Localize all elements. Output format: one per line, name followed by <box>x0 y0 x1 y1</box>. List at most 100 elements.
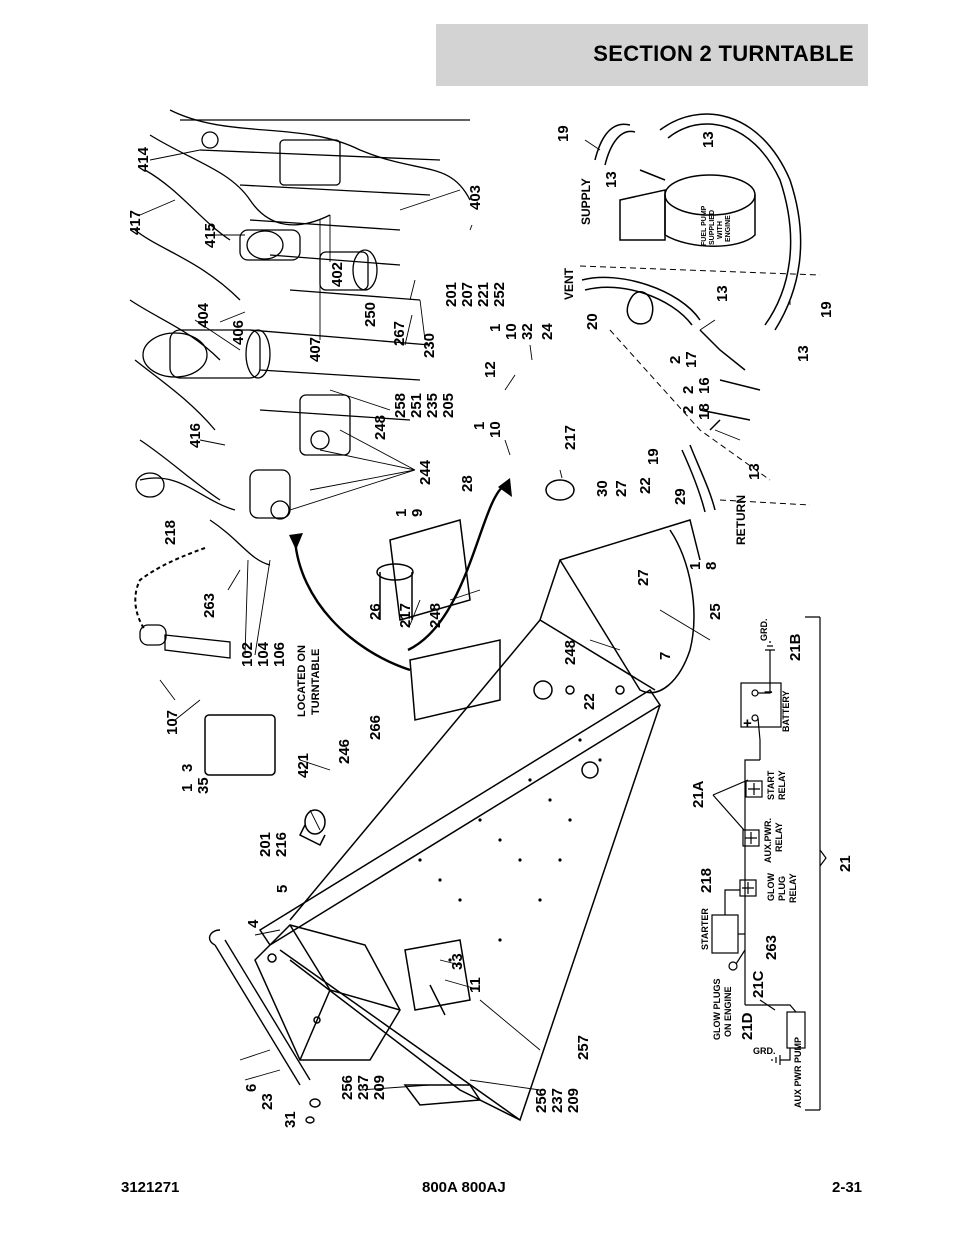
engine-assembly <box>129 109 471 659</box>
callout-207: 207 <box>459 282 476 307</box>
callout-22-a: 22 <box>637 477 654 494</box>
callout-209-a: 209 <box>371 1075 388 1100</box>
callout-2-b: 2 <box>680 386 697 394</box>
callout-28: 28 <box>459 475 476 492</box>
callout-24: 24 <box>539 323 556 340</box>
callout-3: 3 <box>179 764 196 772</box>
callout-417: 417 <box>127 210 144 235</box>
callout-217-b: 217 <box>397 603 414 628</box>
callout-21a: 21A <box>690 780 707 808</box>
callout-107: 107 <box>164 710 181 735</box>
label-fuel-pump: FUEL PUMP <box>701 205 708 246</box>
callout-2-c: 2 <box>680 406 697 414</box>
footer-page-number: 2-31 <box>832 1179 863 1196</box>
footer-model: 800A 800AJ <box>422 1179 506 1196</box>
callout-263-schematic: 263 <box>763 935 780 960</box>
callout-27-b: 27 <box>635 569 652 586</box>
callout-252: 252 <box>491 282 508 307</box>
callout-251: 251 <box>408 393 425 418</box>
label-turntable: TURNTABLE <box>310 649 322 715</box>
callout-21: 21 <box>837 855 854 872</box>
battery-box <box>254 924 401 1061</box>
callout-237-a: 237 <box>355 1075 372 1100</box>
callout-201-b: 201 <box>257 832 274 857</box>
callout-416: 416 <box>187 423 204 448</box>
callout-248-b: 248 <box>427 603 444 628</box>
callout-30: 30 <box>594 480 611 497</box>
callout-19-c: 19 <box>645 448 662 465</box>
callout-13-d: 13 <box>795 345 812 362</box>
schematic-battery: BATTERY <box>781 691 791 733</box>
callout-1-c: 1 <box>393 509 410 517</box>
callout-235: 235 <box>424 393 441 418</box>
callout-104: 104 <box>255 641 272 667</box>
callout-421: 421 <box>295 753 312 778</box>
callout-266: 266 <box>367 715 384 740</box>
section-header-box: SECTION 2 TURNTABLE <box>436 24 868 86</box>
callout-209-b: 209 <box>565 1088 582 1113</box>
callout-230: 230 <box>421 333 438 358</box>
schematic-start-relay: RELAY <box>777 770 787 800</box>
relay-schematic <box>711 616 827 1111</box>
schematic-grd-bottom: GRD. <box>753 1046 776 1056</box>
callout-414: 414 <box>135 146 152 172</box>
callout-12: 12 <box>482 361 499 378</box>
callout-267: 267 <box>391 321 408 346</box>
callout-244: 244 <box>417 459 434 485</box>
callout-21d: 21D <box>739 1012 756 1040</box>
callout-16: 16 <box>696 377 713 394</box>
callout-403: 403 <box>467 185 484 210</box>
callout-201-a: 201 <box>443 282 460 307</box>
callout-19-a: 19 <box>555 125 572 142</box>
battery-plus-sign: + <box>743 715 752 732</box>
callout-218: 218 <box>162 520 179 545</box>
callout-1-b: 1 <box>471 422 488 430</box>
label-return: RETURN <box>734 495 748 545</box>
label-supply: SUPPLY <box>579 178 593 225</box>
schematic-aux-relay: RELAY <box>774 822 784 852</box>
leader-lines <box>139 139 791 1091</box>
callout-257: 257 <box>575 1035 592 1060</box>
callout-218-schematic: 218 <box>698 868 715 893</box>
callout-18: 18 <box>696 403 713 420</box>
schematic-start: START <box>766 770 776 800</box>
callout-6: 6 <box>243 1084 260 1092</box>
callout-7: 7 <box>657 652 674 660</box>
callout-13-b: 13 <box>700 131 717 148</box>
callout-263: 263 <box>201 593 218 618</box>
callout-31: 31 <box>282 1111 299 1128</box>
callout-1-e: 1 <box>179 784 196 792</box>
label-fuel-pump-supplied: SUPPLIED <box>709 210 716 245</box>
callout-29: 29 <box>672 488 689 505</box>
callout-20: 20 <box>584 313 601 330</box>
callout-11: 11 <box>467 977 484 993</box>
frame-holes <box>418 738 602 962</box>
callout-2-a: 2 <box>667 356 684 364</box>
callout-1-a: 1 <box>487 324 504 332</box>
callout-25: 25 <box>707 603 724 620</box>
schematic-aux: AUX.PWR. <box>763 818 773 863</box>
callout-19-b: 19 <box>818 301 835 318</box>
callout-21c: 21C <box>750 970 767 998</box>
callout-33: 33 <box>449 953 466 970</box>
schematic-glow-relay: RELAY <box>788 873 798 903</box>
callout-221: 221 <box>475 282 492 307</box>
callout-10-a: 10 <box>503 323 520 340</box>
callout-22-b: 22 <box>581 693 598 710</box>
arrow-heads <box>289 478 512 550</box>
callout-13-c: 13 <box>714 285 731 302</box>
turntable-frame <box>204 479 701 1122</box>
callout-216: 216 <box>273 832 290 857</box>
callout-415: 415 <box>202 223 219 248</box>
callout-35: 35 <box>195 777 212 794</box>
label-fuel-pump-with: WITH <box>717 221 724 239</box>
callout-4: 4 <box>245 919 262 928</box>
callout-246: 246 <box>336 739 353 764</box>
callout-17: 17 <box>683 351 700 368</box>
schematic-aux-pump: AUX PWR PUMP <box>793 1037 803 1108</box>
callout-256-b: 256 <box>533 1088 550 1113</box>
callout-8: 8 <box>703 562 720 570</box>
schematic-glow-plugs: GLOW PLUGS <box>712 979 722 1041</box>
callout-26: 26 <box>367 603 384 620</box>
